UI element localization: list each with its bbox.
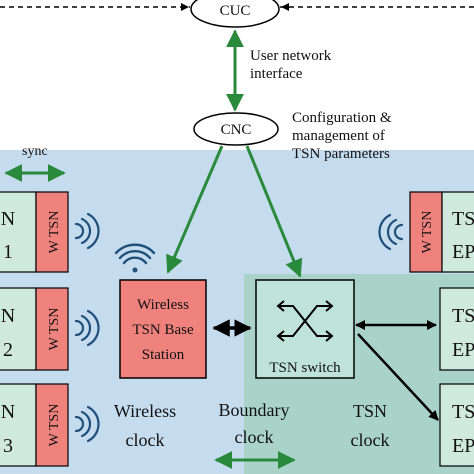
- end-node-right-1: W TSN TSN EP: [409, 191, 474, 273]
- cnc-to-switch-arrow: [245, 145, 303, 278]
- base-station-label-line3: Station: [142, 347, 185, 363]
- end-node-left-3-label-top: N: [1, 401, 15, 423]
- config-label-line2: management of: [292, 128, 385, 144]
- cuc-node: CUC: [190, 0, 280, 28]
- radio-waves-icon: [74, 212, 100, 250]
- end-node-left-2-label-top: N: [1, 305, 15, 327]
- end-node-left-3-wtsn-label: W TSN: [47, 404, 62, 447]
- cnc-to-base-station-arrow: [166, 145, 224, 274]
- uni-label-line2: interface: [250, 66, 303, 82]
- tsn-end-point-right-3-label-top: TSN: [452, 401, 474, 423]
- tsn-end-point-right-2: TSN EP: [439, 287, 474, 371]
- end-node-left-1-label-top: N: [1, 208, 15, 230]
- base-station-label-line2: TSN Base: [132, 322, 194, 338]
- end-node-left-3: N 3 W TSN: [0, 383, 69, 467]
- radio-waves-icon: [74, 405, 100, 443]
- tsn-clock-label-line1: TSN: [353, 401, 387, 421]
- wifi-icon: [114, 243, 156, 273]
- tsn-switch-label: TSN switch: [269, 360, 341, 376]
- tsn-end-point-right-2-label-bottom: EP: [452, 339, 474, 361]
- tsn-clock-label-line2: clock: [351, 430, 390, 450]
- base-station-label-line1: Wireless: [137, 297, 189, 313]
- uni-label-line1: User network: [250, 48, 332, 64]
- tsn-end-point-right-2-label-top: TSN: [452, 305, 474, 327]
- radio-waves-icon: [74, 309, 100, 347]
- cnc-label: CNC: [221, 122, 252, 138]
- radio-waves-icon: [378, 213, 404, 251]
- end-node-left-3-label-bottom: 3: [3, 435, 13, 457]
- cnc-node: CNC: [193, 112, 279, 146]
- end-node-left-2-label-bottom: 2: [3, 339, 13, 361]
- end-node-left-2: N 2 W TSN: [0, 287, 69, 371]
- end-node-right-1-label-top: TSN: [452, 208, 474, 230]
- cuc-dashed-link: [0, 3, 474, 11]
- boundary-clock-label-line2: clock: [235, 427, 274, 447]
- config-label-line3: TSN parameters: [292, 146, 390, 162]
- end-node-right-1-wtsn-label: W TSN: [420, 211, 435, 254]
- switch-to-end-point-3-link: [357, 333, 439, 421]
- switch-icon: [276, 300, 334, 342]
- tsn-switch: TSN switch: [255, 279, 355, 379]
- end-node-left-1: N 1 W TSN: [0, 191, 69, 273]
- end-node-right-1-label-bottom: EP: [452, 241, 474, 263]
- boundary-clock-label-line1: Boundary: [219, 400, 290, 420]
- wireless-clock-label-line1: Wireless: [114, 401, 176, 421]
- sync-label: sync: [22, 144, 48, 159]
- config-label-line1: Configuration &: [292, 110, 392, 126]
- end-node-left-2-wtsn-label: W TSN: [47, 308, 62, 351]
- end-node-left-1-label-bottom: 1: [3, 241, 13, 263]
- wireless-clock-label-line2: clock: [126, 430, 165, 450]
- tsn-end-point-right-3-label-bottom: EP: [452, 435, 474, 457]
- tsn-end-point-right-3: TSN EP: [439, 383, 474, 467]
- wireless-tsn-base-station: Wireless TSN Base Station: [119, 279, 207, 379]
- cuc-label: CUC: [220, 3, 251, 19]
- end-node-left-1-wtsn-label: W TSN: [47, 211, 62, 254]
